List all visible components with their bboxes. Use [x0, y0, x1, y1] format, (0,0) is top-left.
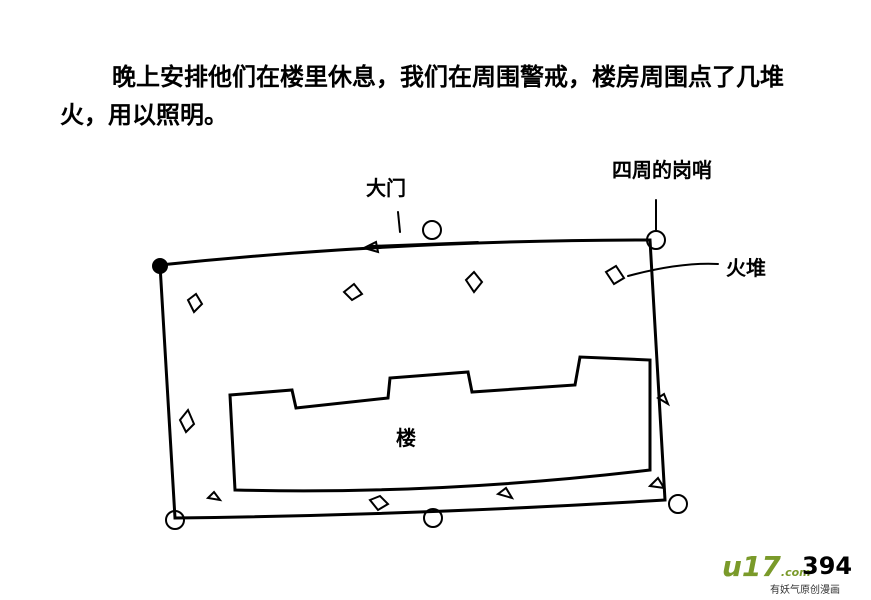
- perimeter: [158, 238, 667, 520]
- fires: [178, 264, 671, 512]
- building-outline: [228, 355, 652, 493]
- watermark-domain: .com: [780, 566, 811, 579]
- fire-pointer: [627, 262, 719, 277]
- caption-text: 晚上安排他们在楼里休息，我们在周围警戒，楼房周围点了几堆火，用以照明。: [60, 63, 784, 129]
- building-label: 楼: [396, 426, 416, 450]
- watermark-tagline: 有妖气原创漫画: [770, 585, 840, 596]
- gate-label: 大门: [366, 176, 406, 200]
- fires-label: 火堆: [726, 256, 766, 280]
- sentries-label: 四周的岗哨: [612, 158, 712, 182]
- page-number: 394: [802, 552, 853, 580]
- sentry-posts: [152, 220, 688, 530]
- gate-marker: [361, 211, 479, 254]
- watermark-logo-text: u17: [722, 550, 781, 583]
- watermark-logo: u17.com: [722, 552, 811, 582]
